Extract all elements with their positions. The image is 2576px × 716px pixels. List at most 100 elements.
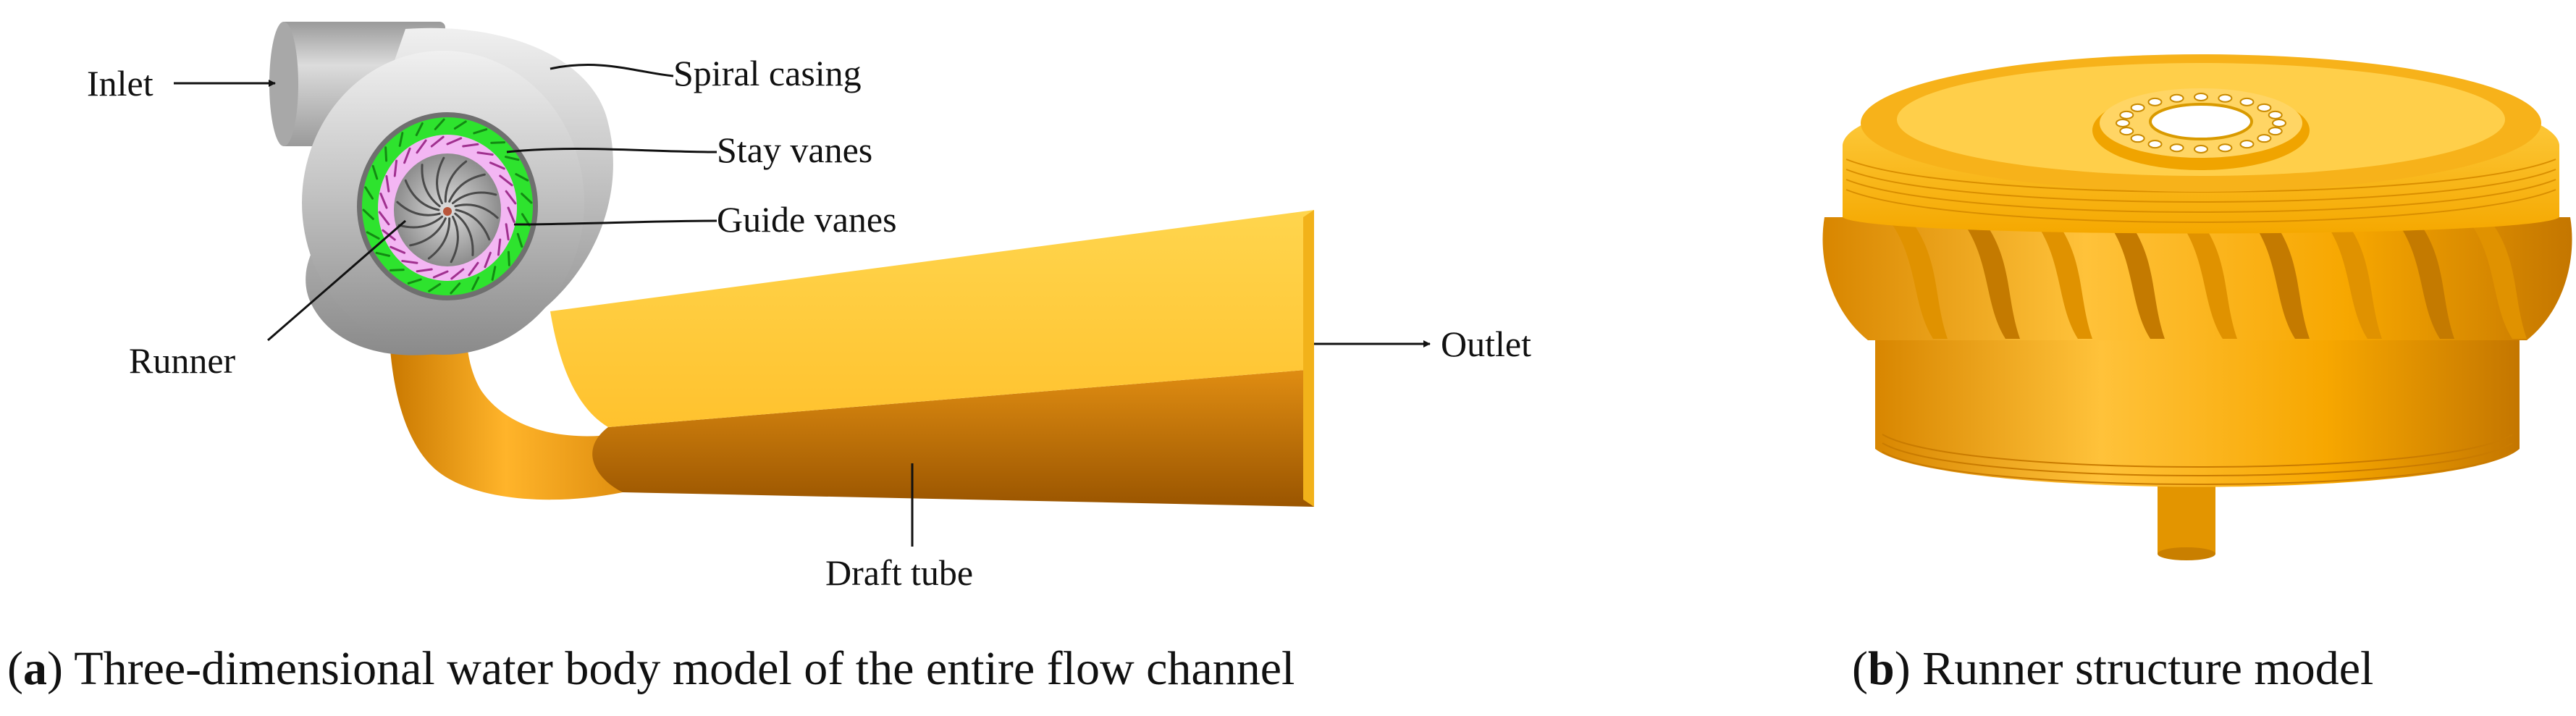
runner-vane — [454, 212, 474, 256]
guide-vane — [462, 143, 479, 148]
guide-vane — [476, 151, 494, 156]
bolt-hole — [2147, 97, 2163, 106]
stay-vane — [507, 250, 510, 266]
stay-vane — [371, 164, 379, 180]
stay-vane — [375, 251, 390, 257]
runner-leader — [267, 219, 406, 342]
stay-vane — [434, 118, 445, 130]
stay-vane — [516, 232, 523, 248]
runner-blade — [2396, 221, 2454, 339]
stay-vane — [450, 282, 461, 295]
guide-vane — [385, 174, 390, 193]
guide-vane — [393, 159, 398, 177]
label-runner: Runner — [129, 340, 236, 381]
guide-vane — [379, 193, 388, 209]
spiral-casing-shape — [302, 28, 613, 355]
bolt-hole — [2218, 93, 2233, 103]
label-spiral-casing: Spiral casing — [673, 53, 862, 93]
guide-vane — [450, 268, 465, 280]
guide-vane — [507, 206, 515, 223]
runner-vane — [450, 215, 459, 264]
bolt-hole — [2257, 103, 2272, 112]
runner-shaft — [2158, 481, 2215, 554]
guide-vane — [505, 190, 517, 205]
runner-vane — [455, 209, 491, 241]
caption-a: (a) Three-dimensional water body model o… — [7, 642, 1295, 695]
stay-vane — [389, 269, 405, 271]
runner-blades — [1890, 221, 2527, 339]
guide-vane — [432, 270, 449, 279]
caption-b: (b) Runner structure model — [1852, 642, 2373, 695]
bolt-hole — [2194, 93, 2208, 101]
stay-vane — [515, 173, 529, 182]
guide-vane — [446, 137, 463, 146]
bolt-hole — [2272, 119, 2286, 127]
runner-blade — [2034, 221, 2092, 339]
hub-bolt-holes — [2116, 93, 2286, 153]
bolt-hole — [2130, 134, 2145, 143]
stay-vane — [521, 193, 533, 204]
bolt-hole — [2169, 93, 2184, 103]
runner-vane — [397, 215, 444, 229]
stay-vane — [428, 282, 442, 292]
guide-vane — [390, 245, 406, 254]
runner-vane — [427, 217, 451, 260]
runner-blade — [2252, 221, 2310, 339]
runner-vane — [421, 164, 441, 208]
stay-vane — [453, 120, 467, 130]
stay-vane — [366, 231, 380, 240]
runner-vane — [451, 191, 497, 205]
stay-vane — [398, 132, 404, 147]
guide-vane — [378, 211, 390, 226]
runner-vane — [396, 201, 441, 216]
bolt-hole — [2119, 127, 2134, 136]
guide-vane — [497, 238, 502, 256]
runner-blade — [1890, 221, 1948, 339]
bolt-hole — [2116, 119, 2130, 127]
bolt-hole — [2130, 103, 2145, 112]
guide-vane — [403, 147, 411, 164]
runner-blade — [2107, 221, 2165, 339]
guide-vane — [430, 135, 445, 148]
bolt-hole — [2257, 134, 2272, 143]
bolt-hole — [2194, 145, 2208, 153]
label-stay-vanes: Stay vanes — [717, 130, 872, 170]
stay-vane — [384, 146, 388, 162]
stay-vane — [473, 128, 488, 135]
stay-vane — [364, 186, 374, 200]
guide-vane — [401, 259, 418, 264]
guide-vane — [416, 139, 427, 154]
stay-vane — [362, 209, 374, 220]
stay-vane — [415, 122, 424, 137]
label-guide-vanes: Guide vanes — [717, 199, 897, 240]
runner-vane — [448, 173, 486, 203]
runner-vane — [444, 160, 468, 203]
label-inlet: Inlet — [87, 63, 153, 104]
bolt-hole — [2268, 127, 2283, 136]
stay-vane — [471, 276, 480, 291]
stay-vane — [491, 266, 497, 281]
runner-blade — [2469, 221, 2527, 339]
runner-vane — [454, 203, 499, 219]
bolt-hole — [2169, 143, 2184, 153]
guide-vane — [499, 174, 513, 187]
spiral-casing-leader — [550, 64, 674, 77]
runner-vane — [409, 217, 447, 247]
stay-vanes-leader — [506, 148, 717, 153]
bolt-hole — [2119, 110, 2134, 119]
guide-vane — [505, 223, 510, 241]
bolt-hole — [2218, 143, 2233, 153]
runner-blade — [2179, 221, 2237, 339]
runner-blade — [1962, 221, 2020, 339]
panel-b-runner-model: (b) Runner structure model — [1822, 54, 2572, 695]
runner-vane — [436, 156, 445, 205]
stay-vane — [505, 156, 520, 161]
runner-lower-band — [1875, 340, 2520, 487]
runner-blade — [2324, 221, 2382, 339]
leader-lines — [174, 64, 1431, 547]
guide-vane — [416, 268, 433, 273]
guide-vane — [484, 251, 492, 269]
draft-tube-shape — [389, 210, 1314, 507]
stay-vane — [407, 278, 422, 285]
